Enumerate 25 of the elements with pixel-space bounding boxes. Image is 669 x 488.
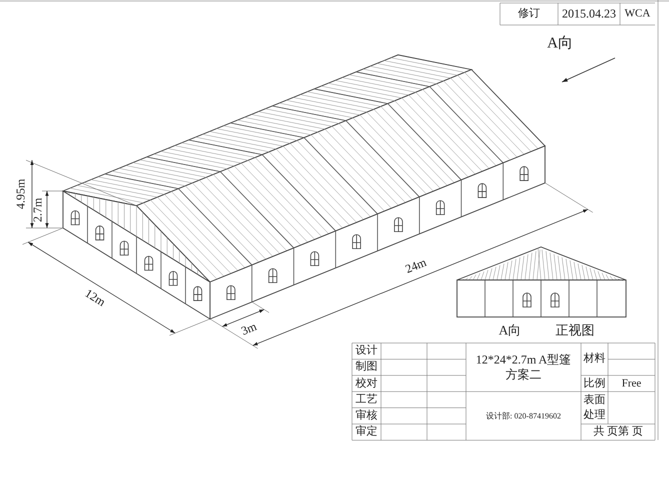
field-label: 审核 [356, 409, 378, 422]
phone-number: 设计部: 020-87419602 [486, 410, 561, 422]
page-count-text: 共 页第 页 [593, 426, 643, 439]
drawing-title: 12*24*2.7m A型篷 [476, 354, 572, 366]
field-label: 制图 [356, 360, 378, 374]
dimension-label: 2.7m [32, 198, 44, 222]
dimension-label: 3m [239, 320, 259, 338]
field-label: 审定 [356, 426, 378, 439]
view-direction-label: A向 [547, 38, 573, 50]
field-label: 校对 [356, 377, 378, 390]
field-label: 工艺 [356, 393, 378, 406]
dimension-label: 12m [82, 286, 108, 310]
field-label: 表面处理 [582, 392, 606, 423]
initials-text: WCA [624, 8, 650, 20]
drawing-subtitle: 方案二 [506, 368, 542, 382]
field-label: 比例 [584, 377, 606, 390]
dimension-label: 4.95m [14, 178, 28, 210]
scale-value: Free [622, 377, 642, 390]
dimension-label: 24m [404, 256, 428, 276]
revision-label: 修订 [518, 8, 540, 20]
view-label: A向 [498, 324, 522, 336]
date-text: 2015.04.23 [562, 8, 616, 20]
view-title: 正视图 [556, 324, 594, 336]
field-label: 材料 [584, 352, 606, 366]
field-label: 设计 [356, 344, 378, 358]
